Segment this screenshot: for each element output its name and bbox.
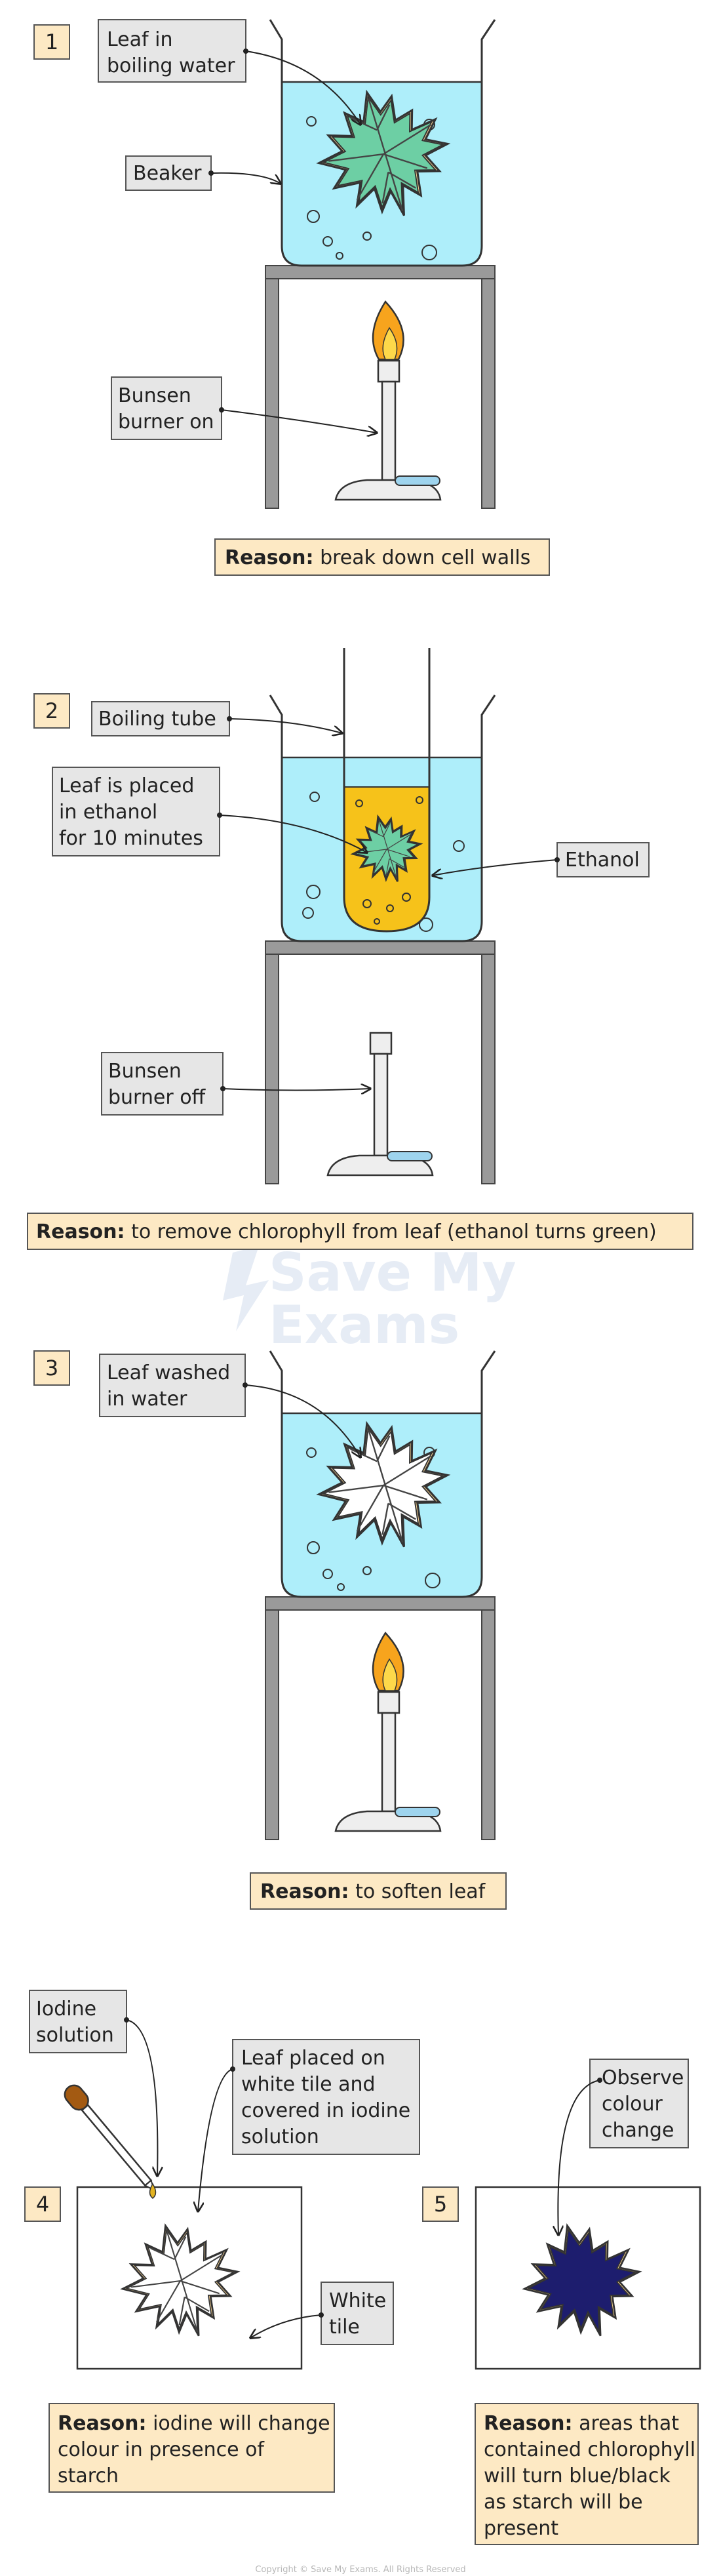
step-4: 4 Iodine solution Leaf placed on w <box>24 1990 420 2493</box>
svg-text:Leaf placed on: Leaf placed on <box>241 2047 385 2070</box>
svg-text:starch: starch <box>58 2465 119 2487</box>
svg-text:for 10 minutes: for 10 minutes <box>59 827 203 850</box>
svg-text:Bunsen: Bunsen <box>118 384 191 407</box>
label-leaf-in-ethanol: Leaf is placed in ethanol for 10 minutes <box>52 767 367 856</box>
svg-text:covered in iodine: covered in iodine <box>241 2099 410 2122</box>
step-number-badge: 2 <box>33 693 70 729</box>
label-bunsen-burner-off: Bunsen burner off <box>101 1052 370 1116</box>
reason-box: Reason: to soften leaf <box>250 1872 507 1910</box>
step-5: 5 Observe colour change Reason: areas th… <box>422 2059 701 2545</box>
svg-text:in water: in water <box>107 1388 187 1411</box>
step-number-badge: 3 <box>33 1350 70 1386</box>
svg-text:Leaf washed: Leaf washed <box>107 1361 230 1384</box>
svg-text:Reason: break down cell walls: Reason: break down cell walls <box>225 546 530 569</box>
svg-text:Reason: to remove chlorophyll: Reason: to remove chlorophyll from leaf … <box>36 1220 657 1243</box>
svg-text:burner off: burner off <box>108 1086 206 1109</box>
step-number: 1 <box>45 30 58 54</box>
tripod <box>265 265 496 509</box>
svg-text:tile: tile <box>329 2316 360 2339</box>
step-number: 3 <box>45 1356 58 1380</box>
copyright: Copyright © Save My Exams. All Rights Re… <box>255 2565 465 2575</box>
watermark-line-1: Save My <box>269 1242 516 1303</box>
svg-text:Reason: areas that: Reason: areas that <box>484 2412 679 2435</box>
watermark: Save My Exams <box>223 1242 516 1356</box>
tripod <box>265 1596 496 1840</box>
svg-text:Ethanol: Ethanol <box>565 849 640 872</box>
label-ethanol: Ethanol <box>433 842 650 877</box>
step-2: 2 <box>27 648 693 1250</box>
reason-box: Reason: to remove chlorophyll from leaf … <box>27 1213 693 1250</box>
svg-text:Bunsen: Bunsen <box>108 1060 182 1083</box>
svg-text:Reason: to soften leaf: Reason: to soften leaf <box>260 1880 486 1903</box>
step-number: 4 <box>36 2192 49 2217</box>
svg-text:boiling water: boiling water <box>107 54 235 77</box>
svg-text:Leaf in: Leaf in <box>107 28 172 51</box>
step-number: 2 <box>45 698 58 723</box>
svg-text:as starch will be: as starch will be <box>484 2491 643 2514</box>
step-number-badge: 4 <box>24 2186 61 2222</box>
step-number: 5 <box>434 2192 447 2217</box>
svg-text:Beaker: Beaker <box>133 162 202 185</box>
svg-text:white tile and: white tile and <box>241 2073 376 2096</box>
svg-text:Observe: Observe <box>602 2066 684 2089</box>
watermark-bolt-icon <box>223 1246 269 1331</box>
svg-text:White: White <box>329 2289 386 2312</box>
svg-text:Boiling tube: Boiling tube <box>98 708 216 731</box>
label-observe-colour-change: Observe colour change <box>558 2059 689 2235</box>
reason-box: Reason: areas that contained chlorophyll… <box>475 2403 699 2545</box>
watermark-line-2: Exams <box>269 1295 459 1356</box>
svg-text:present: present <box>484 2517 558 2540</box>
step-number-badge: 1 <box>33 24 70 60</box>
svg-text:contained chlorophyll: contained chlorophyll <box>484 2438 695 2461</box>
tripod <box>265 940 496 1184</box>
step-number-badge: 5 <box>422 2186 459 2222</box>
iodine-drop-icon <box>149 2183 157 2199</box>
svg-text:change: change <box>602 2119 674 2142</box>
svg-text:colour in presence of: colour in presence of <box>58 2438 265 2461</box>
step-1: 1 <box>33 19 550 576</box>
label-bunsen-burner-on: Bunsen burner on <box>111 376 377 440</box>
label-beaker: Beaker <box>125 155 281 191</box>
svg-text:burner on: burner on <box>118 411 214 433</box>
label-leaf-washed: Leaf washed in water <box>99 1354 360 1457</box>
dropper-icon <box>64 2084 157 2199</box>
label-leaf-in-boiling-water: Leaf in boiling water <box>98 19 360 125</box>
reason-box: Reason: break down cell walls <box>214 538 550 576</box>
svg-text:in ethanol: in ethanol <box>59 801 157 824</box>
reason-box: Reason: iodine will change colour in pre… <box>49 2403 335 2493</box>
svg-text:solution: solution <box>241 2125 319 2148</box>
bunsen-burner-off <box>326 1032 434 1177</box>
svg-text:Iodine: Iodine <box>36 1998 96 2021</box>
svg-text:solution: solution <box>36 2024 114 2047</box>
svg-text:will turn blue/black: will turn blue/black <box>484 2465 671 2487</box>
svg-text:colour: colour <box>602 2093 663 2116</box>
svg-text:Leaf is placed: Leaf is placed <box>59 775 194 797</box>
bunsen-burner-on <box>334 1631 442 1832</box>
label-iodine-solution: Iodine solution <box>29 1990 157 2176</box>
label-leaf-on-tile: Leaf placed on white tile and covered in… <box>198 2039 420 2211</box>
svg-text:Reason: iodine will change: Reason: iodine will change <box>58 2412 330 2435</box>
label-white-tile: White tile <box>250 2282 394 2345</box>
step-3: 3 Leaf wa <box>33 1350 507 1910</box>
boiling-tube <box>343 648 431 933</box>
bunsen-burner-on <box>334 300 442 501</box>
label-boiling-tube: Boiling tube <box>91 701 342 736</box>
